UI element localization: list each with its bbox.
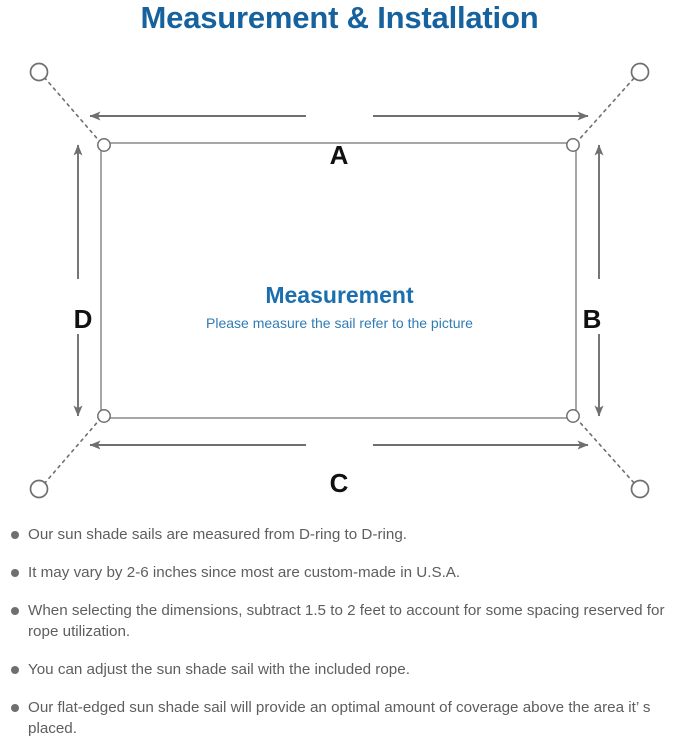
bullet-icon [11, 569, 19, 577]
sail-measurement-diagram: Measurement Please measure the sail refe… [0, 44, 679, 514]
dimension-label-c: C [329, 468, 349, 498]
d-ring-top-right [566, 138, 580, 152]
bullet-icon [11, 607, 19, 615]
anchor-point-bottom-right [630, 479, 650, 499]
list-item: When selecting the dimensions, subtract … [0, 600, 679, 642]
bullet-icon [11, 704, 19, 712]
anchor-point-bottom-left [29, 479, 49, 499]
note-text: Our sun shade sails are measured from D-… [28, 526, 407, 543]
rope-line-bottom-right [575, 417, 636, 485]
bullet-icon [11, 666, 19, 674]
rope-lines [43, 76, 636, 485]
shade-sail-body [100, 142, 577, 419]
list-item: You can adjust the sun shade sail with t… [0, 659, 679, 680]
note-text: It may vary by 2-6 inches since most are… [28, 564, 461, 581]
note-text: Our flat-edged sun shade sail will provi… [28, 699, 651, 737]
rope-line-bottom-left [43, 417, 102, 485]
dimension-label-b: B [582, 304, 602, 334]
rope-line-top-left [43, 76, 102, 144]
bullet-icon [11, 531, 19, 539]
list-item: Our sun shade sails are measured from D-… [0, 524, 679, 545]
notes-list: Our sun shade sails are measured from D-… [0, 524, 679, 739]
d-rings [97, 138, 580, 423]
anchor-point-top-right [630, 62, 650, 82]
list-item: It may vary by 2-6 inches since most are… [0, 562, 679, 583]
d-ring-bottom-left [97, 409, 111, 423]
anchor-rings [29, 62, 650, 499]
d-ring-bottom-right [566, 409, 580, 423]
anchor-point-top-left [29, 62, 49, 82]
rope-line-top-right [575, 76, 636, 144]
note-text: When selecting the dimensions, subtract … [28, 602, 665, 640]
note-text: You can adjust the sun shade sail with t… [28, 661, 410, 678]
list-item: Our flat-edged sun shade sail will provi… [0, 697, 679, 739]
d-ring-top-left [97, 138, 111, 152]
page-title: Measurement & Installation [140, 0, 539, 35]
diagram-canvas [29, 62, 650, 499]
dimension-label-d: D [73, 304, 93, 334]
dimension-label-a: A [329, 140, 349, 170]
